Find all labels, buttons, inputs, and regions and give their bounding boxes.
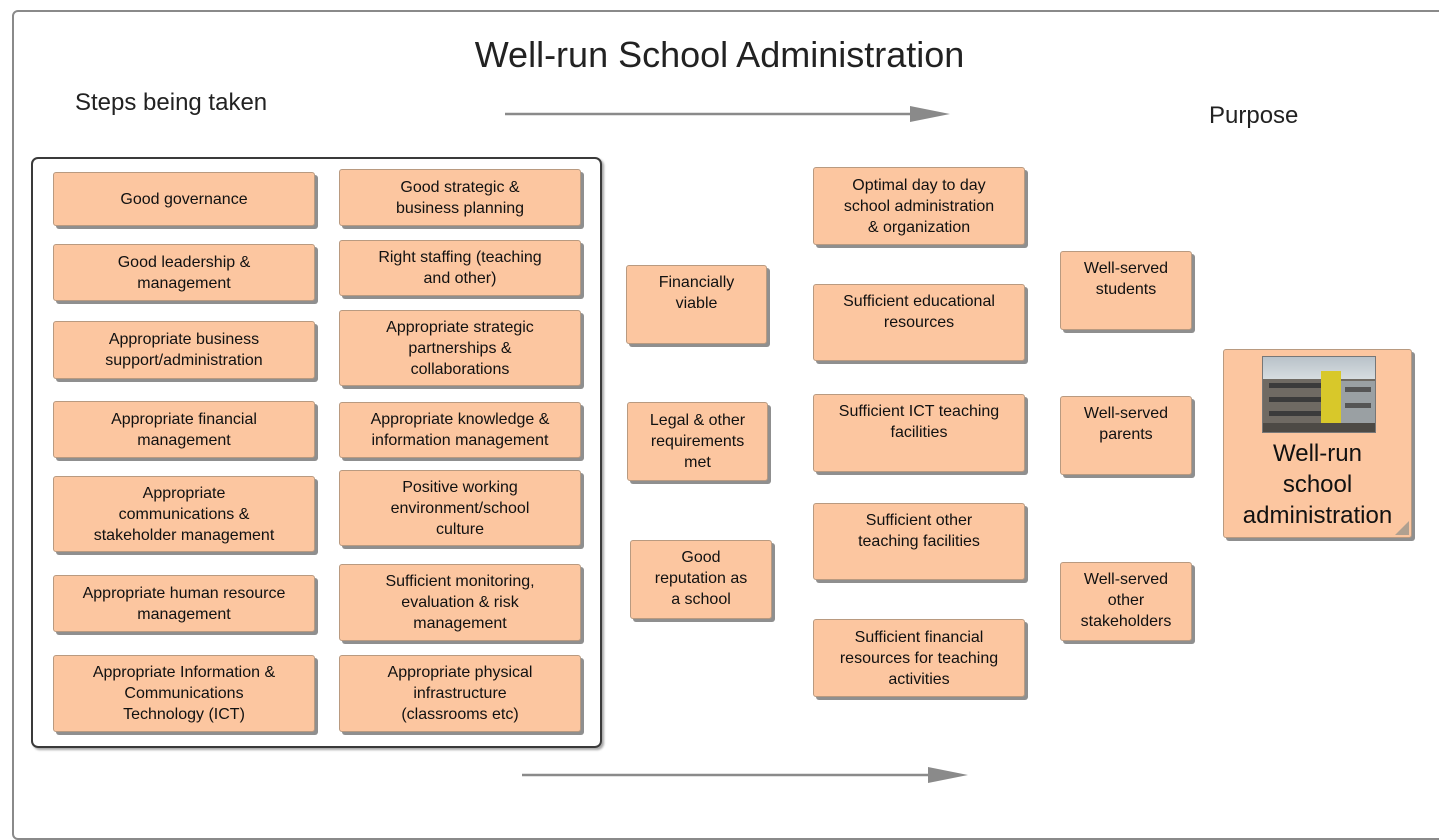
intermediate-box: Good reputation as a school	[630, 540, 772, 619]
purpose-label: Well-run school administration	[1242, 440, 1393, 529]
outcome-box: Sufficient financial resources for teach…	[813, 619, 1025, 697]
top-flow-arrow	[505, 106, 950, 122]
outcome-box: Optimal day to day school administration…	[813, 167, 1025, 245]
purpose-heading: Purpose	[1209, 102, 1299, 129]
step-box: Appropriate human resource management	[53, 575, 315, 632]
step-box: Appropriate physical infrastructure (cla…	[339, 655, 581, 732]
intermediate-box: Legal & other requirements met	[627, 402, 768, 481]
step-box: Appropriate communications & stakeholder…	[53, 476, 315, 552]
school-building-image	[1262, 356, 1376, 433]
beneficiary-box: Well-served students	[1060, 251, 1192, 330]
steps-panel	[31, 157, 602, 748]
outcome-box: Sufficient other teaching facilities	[813, 503, 1025, 580]
diagram-title: Well-run School Administration	[474, 34, 965, 75]
steps-heading: Steps being taken	[75, 89, 268, 116]
step-box: Good strategic & business planning	[339, 169, 581, 226]
step-box: Appropriate knowledge & information mana…	[339, 402, 581, 458]
resize-corner-icon	[1395, 521, 1409, 535]
step-box: Sufficient monitoring, evaluation & risk…	[339, 564, 581, 641]
step-box: Appropriate strategic partnerships & col…	[339, 310, 581, 386]
step-box: Good leadership & management	[53, 244, 315, 301]
beneficiary-box: Well-served other stakeholders	[1060, 562, 1192, 641]
step-box: Good governance	[53, 172, 315, 226]
outcome-box: Sufficient ICT teaching facilities	[813, 394, 1025, 472]
step-box: Appropriate business support/administrat…	[53, 321, 315, 379]
step-box: Positive working environment/school cult…	[339, 470, 581, 546]
step-box: Appropriate Information & Communications…	[53, 655, 315, 732]
step-box: Right staffing (teaching and other)	[339, 240, 581, 296]
bottom-flow-arrow	[522, 767, 968, 783]
outcome-box: Sufficient educational resources	[813, 284, 1025, 361]
step-box: Appropriate financial management	[53, 401, 315, 458]
intermediate-box: Financially viable	[626, 265, 767, 344]
beneficiary-box: Well-served parents	[1060, 396, 1192, 475]
purpose-box: Well-run school administration	[1223, 349, 1412, 538]
